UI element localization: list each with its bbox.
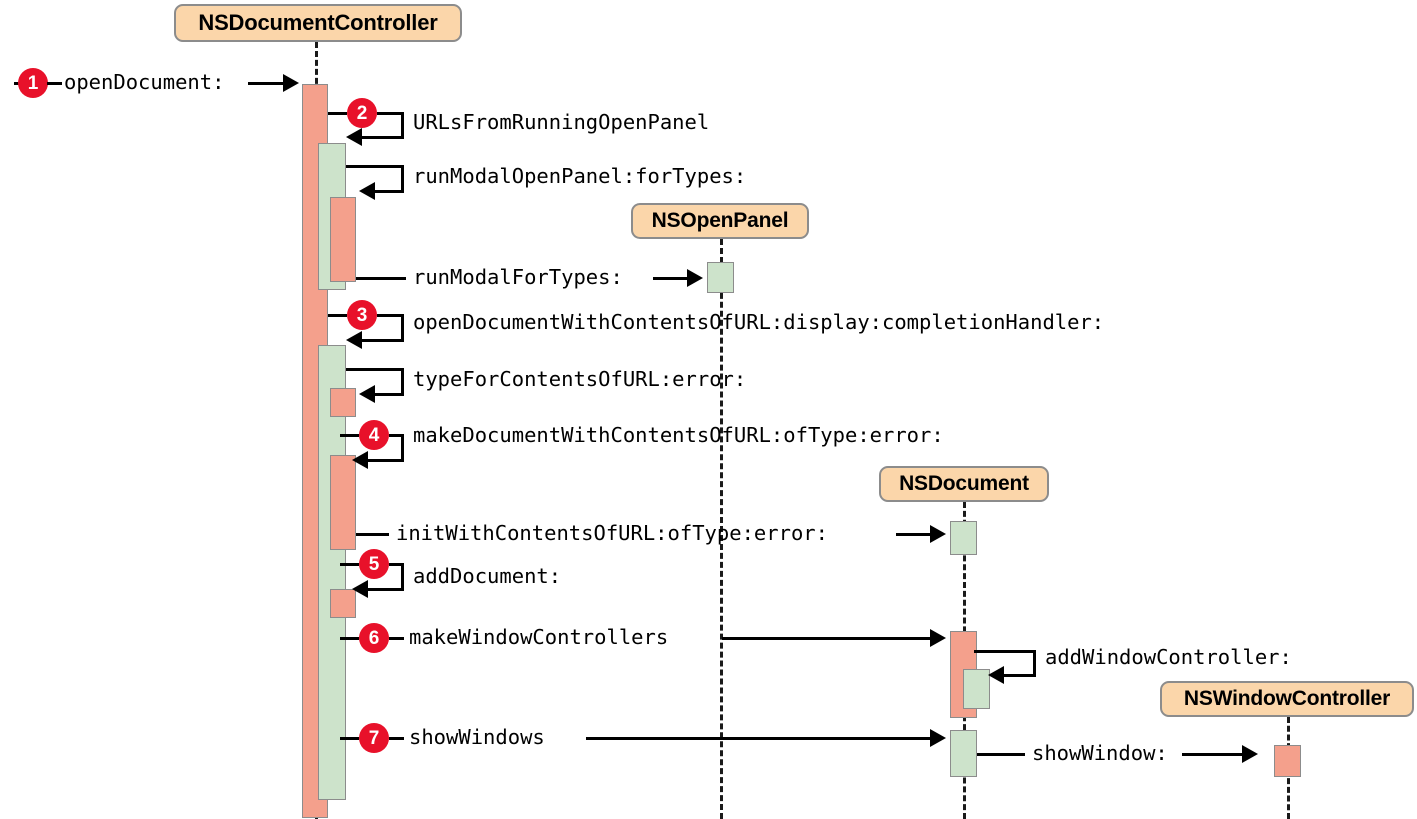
message-label-makedocumentwithcontentsofurl: makeDocumentWithContentsOfURL:ofType:err… (413, 423, 944, 447)
self-line-adddocument-top (389, 563, 404, 566)
message-line-initwithcontents-right (896, 533, 931, 536)
self-line-adddocument-top-stub (340, 563, 359, 566)
message-line-opendocument-right (248, 82, 285, 85)
self-line-typeforcontents-bottom (375, 393, 404, 396)
self-line-runmodalopen-side (401, 165, 404, 192)
arrowhead-makedocwithcontents-return (352, 451, 368, 469)
message-label-makewindowcontrollers: makeWindowControllers (409, 625, 669, 649)
self-line-urls-top-stub (328, 112, 347, 115)
activation-opendocumentwithcontentsofurl (318, 345, 346, 800)
self-line-addwindowcontroller-top (974, 650, 1036, 653)
activation-runmodalopenpanel (330, 197, 356, 282)
participant-label: NSDocument (899, 472, 1029, 495)
step-badge-1: 1 (18, 68, 48, 98)
step-badge-7: 7 (359, 723, 389, 753)
arrowhead-opendocwithcontents-return (346, 331, 362, 349)
arrowhead-opendocument (283, 74, 299, 92)
arrowhead-typeforcontents-return (359, 385, 375, 403)
self-line-urls-bottom (362, 136, 404, 139)
participant-label: NSDocumentController (198, 10, 438, 35)
step-badge-2: 2 (347, 98, 377, 128)
step-badge-6: 6 (359, 623, 389, 653)
message-label-showwindows: showWindows (409, 725, 545, 749)
participant-label: NSOpenPanel (651, 209, 789, 232)
step-badge-3: 3 (347, 300, 377, 330)
step-badge-4: 4 (359, 420, 389, 450)
message-line-opendocument-mid (47, 82, 62, 85)
activation-adddocument (330, 589, 356, 618)
activation-showwindow (1274, 745, 1301, 777)
self-line-makedocwithcontents-bottom (368, 459, 404, 462)
self-line-makedocwithcontents-top-stub (340, 434, 359, 437)
self-line-typeforcontents-top (346, 368, 404, 371)
message-label-runmodalopenpanel: runModalOpenPanel:forTypes: (413, 164, 747, 188)
self-line-opendocwithcontents-top (377, 314, 404, 317)
message-line-runmodalfortypes-left (356, 277, 406, 280)
message-label-typeforcontentsofurl: typeForContentsOfURL:error: (413, 367, 747, 391)
participant-label: NSWindowController (1183, 687, 1391, 710)
activation-showwindows (950, 730, 977, 777)
message-label-urlsfromrunningopenpanel: URLsFromRunningOpenPanel (413, 110, 710, 134)
message-label-adddocument: addDocument: (413, 564, 562, 588)
message-line-showwindow-right (1182, 753, 1243, 756)
message-line-makewindowcontrollers-stub (340, 637, 359, 640)
message-label-runmodalfortypes: runModalForTypes: (413, 265, 623, 289)
arrowhead-makewindowcontrollers (930, 629, 946, 647)
self-line-adddocument-side (401, 563, 404, 591)
self-line-typeforcontents-side (401, 368, 404, 395)
participant-header-nswindowcontroller[interactable]: NSWindowController (1160, 681, 1414, 717)
self-line-makedocwithcontents-top (389, 434, 404, 437)
message-line-makewindowcontrollers-stub2 (389, 637, 404, 640)
message-line-showwindows-stub2 (389, 737, 404, 740)
arrowhead-showwindow (1242, 745, 1258, 763)
arrowhead-initwithcontents (930, 525, 946, 543)
activation-typeforcontentsofurl (330, 388, 356, 417)
participant-header-nsopenpanel[interactable]: NSOpenPanel (631, 203, 809, 239)
message-label-opendocument: openDocument: (64, 70, 225, 94)
arrowhead-runmodalopen-return (359, 182, 375, 200)
message-line-showwindow-left (977, 753, 1025, 756)
self-line-runmodalopen-top (346, 165, 404, 168)
arrowhead-showwindows (930, 729, 946, 747)
participant-header-nsdocumentcontroller[interactable]: NSDocumentController (174, 4, 462, 42)
activation-makedocumentwithcontentsofurl (330, 455, 356, 550)
message-line-initwithcontents-left (356, 533, 389, 536)
self-line-opendocwithcontents-side (401, 314, 404, 342)
message-line-showwindows-stub (340, 737, 359, 740)
message-line-makewindowcontrollers-right (722, 637, 931, 640)
message-label-showwindow: showWindow: (1032, 741, 1168, 765)
self-line-urls-top (377, 112, 404, 115)
self-line-addwindowcontroller-side (1033, 650, 1036, 677)
message-label-addwindowcontroller: addWindowController: (1045, 645, 1292, 669)
participant-header-nsdocument[interactable]: NSDocument (879, 466, 1049, 502)
arrowhead-urls-return (346, 128, 362, 146)
arrowhead-addwindowcontroller-return (988, 666, 1004, 684)
lifeline-nsopenpanel (720, 239, 723, 819)
activation-initwithcontentsofurl (950, 521, 977, 555)
self-line-opendocwithcontents-bottom (362, 339, 404, 342)
self-line-addwindowcontroller-bottom (1004, 674, 1036, 677)
self-line-opendocwithcontents-top-stub (328, 314, 347, 317)
message-label-initwithcontentsofurl: initWithContentsOfURL:ofType:error: (396, 521, 828, 545)
arrowhead-adddocument-return (352, 580, 368, 598)
message-line-showwindows-right (586, 737, 931, 740)
self-line-makedocwithcontents-side (401, 434, 404, 462)
activation-runmodalfortypes (707, 262, 734, 293)
message-label-opendocumentwithcontentsofurl: openDocumentWithContentsOfURL:display:co… (413, 310, 1105, 334)
self-line-adddocument-bottom (368, 588, 404, 591)
message-line-runmodalfortypes-right (653, 277, 688, 280)
step-badge-5: 5 (359, 549, 389, 579)
activation-addwindowcontroller (963, 669, 990, 709)
self-line-urls-side (401, 112, 404, 139)
arrowhead-runmodalfortypes (687, 269, 703, 287)
self-line-runmodalopen-bottom (375, 190, 404, 193)
